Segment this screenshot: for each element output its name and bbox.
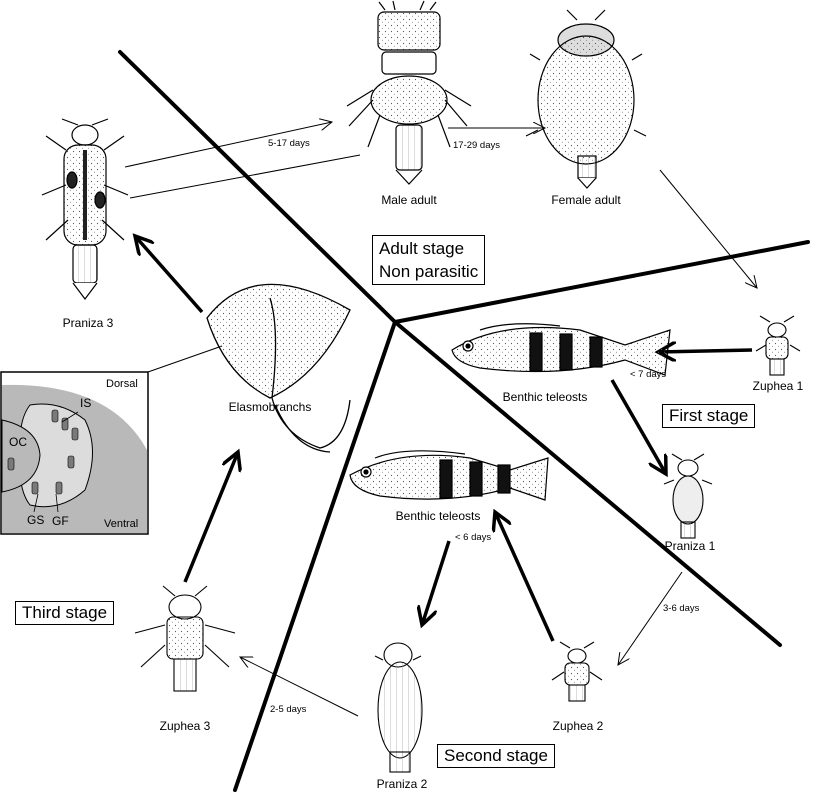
female-adult-label: Female adult (551, 193, 621, 207)
zuphea-3-illustration (134, 585, 236, 692)
arrow-teleost-to-praniza2 (422, 540, 451, 625)
inset-gs-label: GS (27, 513, 45, 527)
praniza-3-illustration (41, 118, 129, 300)
praniza-1-label: Praniza 1 (664, 539, 716, 553)
duration-molt-3: 2-5 days (270, 704, 307, 715)
divider-se (393, 320, 782, 647)
duration-male: 5-17 days (268, 138, 310, 149)
zuphea-3-label: Zuphea 3 (159, 719, 211, 733)
benthic-teleosts-top-label: Benthic teleosts (502, 390, 588, 404)
arrow-teleost-to-praniza1 (610, 379, 666, 474)
arrow-praniza2-to-zuphea3 (240, 657, 359, 717)
third-stage-box: Third stage (15, 601, 115, 625)
praniza-2-illustration (374, 642, 423, 773)
first-stage-box: First stage (662, 404, 756, 428)
adult-stage-box: Adult stage Non parasitic (372, 235, 486, 285)
duration-female: 17-29 days (453, 140, 501, 151)
zuphea-2-label: Zuphea 2 (552, 719, 604, 733)
non-parasitic-label: Non parasitic (379, 262, 479, 281)
inset-cross-section (0, 371, 149, 535)
inset-connector (147, 345, 223, 373)
inset-gf-label: GF (52, 514, 69, 528)
praniza-1-illustration (663, 453, 713, 539)
arrow-zuphea2-to-teleost (495, 512, 555, 642)
benthic-teleost-middle-illustration (349, 450, 549, 501)
inset-ventral-label: Ventral (104, 518, 139, 530)
male-adult-illustration (346, 0, 472, 185)
line-from-praniza3 (129, 154, 361, 199)
inset-oc-label: OC (9, 435, 27, 449)
arrow-to-male-adult (124, 122, 332, 168)
zuphea-2-illustration (551, 641, 603, 702)
arrow-praniza1-to-zuphea2 (618, 571, 683, 665)
male-adult-label: Male adult (381, 193, 437, 207)
elasmobranchs-label: Elasmobranchs (228, 400, 312, 414)
duration-first-feed: < 7 days (630, 369, 667, 380)
arrow-zuphea1-to-teleost (658, 350, 753, 352)
inset-dorsal-label: Dorsal (106, 378, 138, 390)
divider-sw (233, 320, 397, 792)
divider-e (393, 240, 810, 324)
benthic-teleost-top-illustration (451, 323, 671, 376)
benthic-teleosts-mid-label: Benthic teleosts (395, 509, 481, 523)
arrow-zuphea3-to-elasmobranch (183, 452, 238, 583)
arrow-elasmobranch-to-praniza3 (135, 236, 204, 314)
duration-molt-2: 3-6 days (663, 603, 700, 614)
arrow-female-to-zuphea1 (659, 169, 757, 288)
inset-is-label: IS (80, 396, 92, 410)
duration-second-feed: < 6 days (455, 532, 492, 543)
female-adult-illustration (525, 9, 647, 189)
stage-divider-lines (118, 50, 810, 792)
cycle-arrows (124, 122, 757, 717)
adult-stage-label: Adult stage (379, 239, 465, 258)
elasmobranch-illustration (206, 283, 351, 453)
zuphea-1-illustration (755, 315, 801, 376)
second-stage-box: Second stage (437, 744, 555, 768)
zuphea-1-label: Zuphea 1 (752, 379, 804, 393)
praniza-3-label: Praniza 3 (62, 316, 114, 330)
divider-nw (118, 50, 397, 324)
praniza-2-label: Praniza 2 (376, 777, 428, 791)
